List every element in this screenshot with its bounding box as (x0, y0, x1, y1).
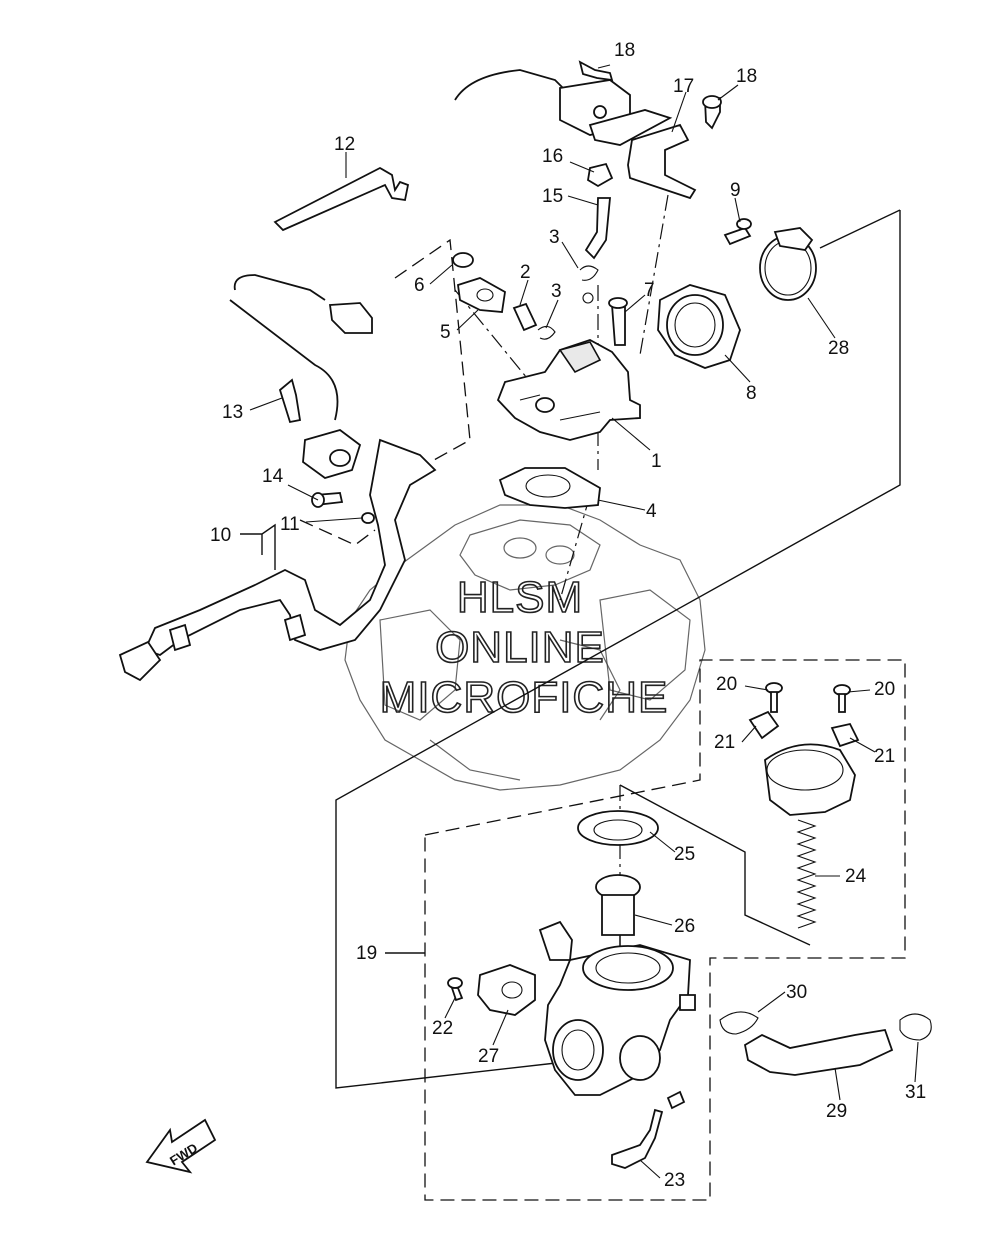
callout-12: 12 (334, 134, 355, 155)
callout-27: 27 (478, 1046, 499, 1067)
callout-3-upper: 3 (549, 227, 560, 248)
screw-20b (833, 684, 851, 713)
bolt-18b (702, 95, 722, 130)
callout-29: 29 (826, 1101, 847, 1122)
throttle-body-1 (496, 339, 641, 441)
spring-24 (796, 819, 817, 929)
hose-29 (743, 1028, 894, 1076)
sensor-5-6 (452, 252, 506, 313)
screw-9 (723, 218, 752, 246)
cable-tie-12 (273, 166, 410, 232)
hose-15 (584, 197, 611, 260)
callout-31: 31 (905, 1082, 926, 1103)
bracket-23 (611, 1090, 686, 1169)
callout-18-right: 18 (736, 66, 757, 87)
callout-2: 2 (520, 262, 531, 283)
bolt-7 (608, 297, 628, 346)
callout-5: 5 (440, 322, 451, 343)
callout-3-lower: 3 (551, 281, 562, 302)
callout-7: 7 (644, 280, 655, 301)
clip-31 (899, 1013, 932, 1041)
callout-13: 13 (222, 402, 243, 423)
bolt-18a (578, 60, 614, 82)
bracket-17 (627, 123, 697, 200)
callout-24: 24 (845, 866, 867, 887)
callout-26: 26 (674, 916, 695, 937)
callout-14: 14 (262, 466, 284, 487)
watermark-line-1: HLSM (457, 573, 583, 622)
cap-2 (512, 302, 538, 332)
clip-21a (748, 710, 780, 740)
callout-23: 23 (664, 1170, 685, 1191)
diaphragm-25 (577, 810, 659, 846)
gasket-4 (498, 467, 601, 509)
top-wire-harness (454, 69, 673, 146)
assembly-lines (240, 194, 906, 1201)
wire-harness-10 (118, 274, 437, 682)
clamp-16 (587, 162, 614, 188)
callout-28: 28 (828, 338, 849, 359)
clip-3a (579, 265, 599, 304)
callout-11: 11 (280, 514, 300, 535)
callout-21-left: 21 (714, 732, 735, 753)
hose-clamp-28 (759, 227, 817, 301)
callout-20-right: 20 (874, 679, 895, 700)
watermark: HLSM ONLINE MICROFICHE (379, 572, 669, 723)
cover-24 (764, 743, 856, 816)
callout-16: 16 (542, 146, 563, 167)
callout-10: 10 (210, 525, 231, 546)
watermark-line-2: ONLINE (435, 623, 605, 672)
callout-17: 17 (673, 76, 694, 97)
clip-21b (830, 722, 860, 748)
piston-26 (595, 874, 641, 936)
callout-20-left: 20 (716, 674, 737, 695)
clip-30 (719, 1011, 759, 1035)
callout-1: 1 (651, 451, 662, 472)
sensor-27 (477, 964, 536, 1016)
callout-19: 19 (356, 943, 377, 964)
carburetor-body-19 (538, 920, 696, 1096)
watermark-line-3: MICROFICHE (380, 673, 669, 722)
oring-11 (361, 512, 375, 524)
bolt-14 (311, 492, 344, 508)
callout-25: 25 (674, 844, 695, 865)
callout-4: 4 (646, 501, 657, 522)
leader-lines (249, 64, 919, 1179)
intake-joint-8 (657, 284, 741, 369)
clip-3b (537, 325, 556, 340)
callout-8: 8 (746, 383, 757, 404)
screw-20a (765, 682, 783, 713)
callout-6: 6 (414, 275, 425, 296)
callout-21-right: 21 (874, 746, 895, 767)
callout-15: 15 (542, 186, 563, 207)
callout-labels: 18 18 17 16 15 12 9 3 2 3 6 5 7 28 8 13 … (210, 40, 926, 1191)
callout-9: 9 (730, 180, 741, 201)
bolt-13 (278, 378, 302, 424)
screw-22 (447, 977, 464, 1002)
callout-22: 22 (432, 1018, 453, 1039)
callout-30: 30 (786, 982, 807, 1003)
callout-18-top: 18 (614, 40, 635, 61)
fwd-arrow-icon: FWD (145, 1118, 217, 1174)
